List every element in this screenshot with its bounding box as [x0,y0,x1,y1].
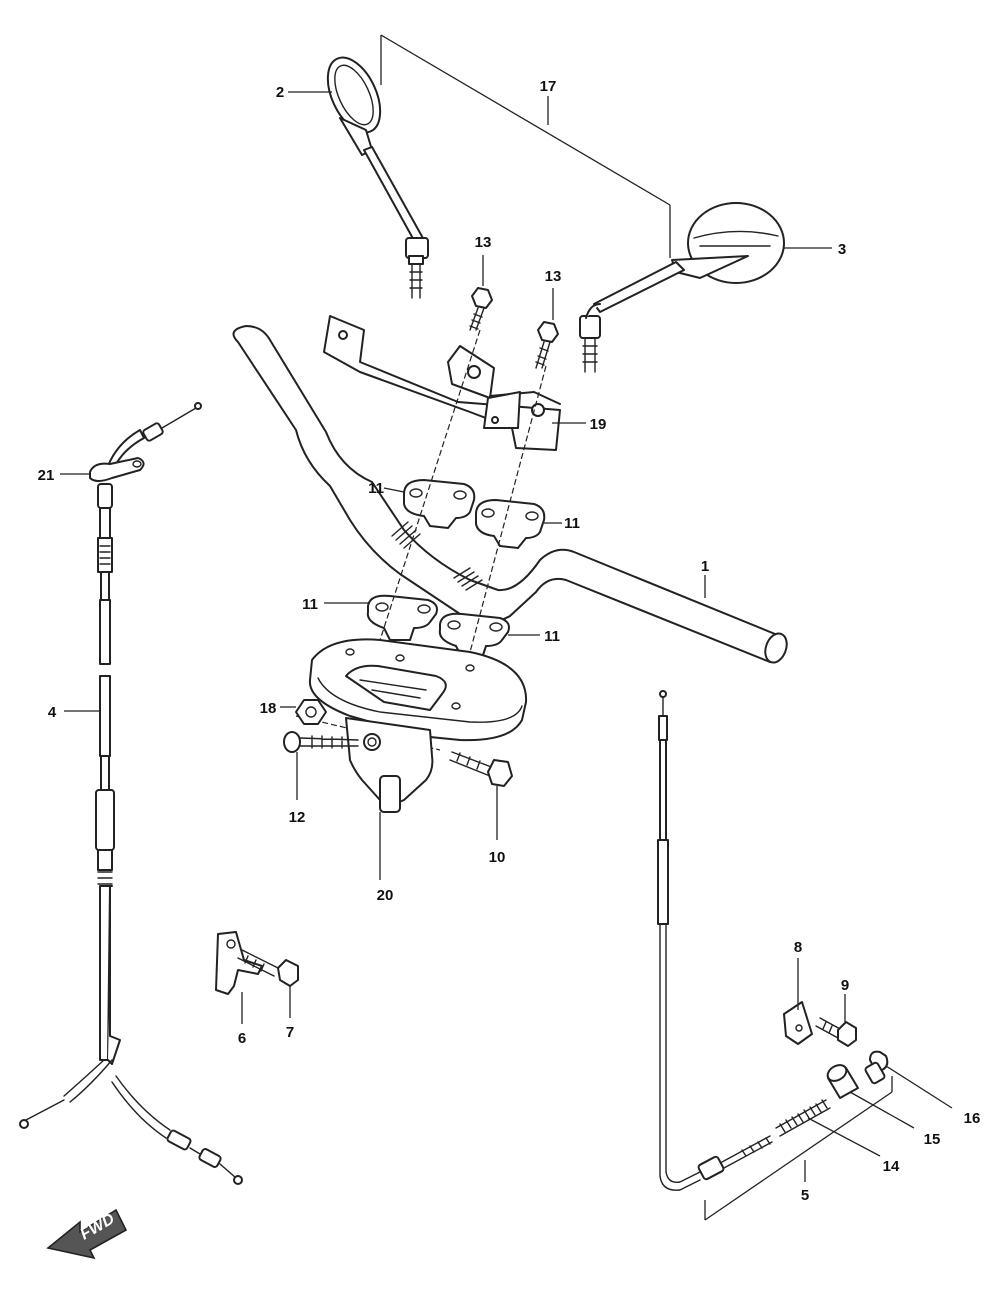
callout-16: 16 [964,1110,981,1127]
callout-15: 15 [924,1131,941,1148]
callout-20: 20 [377,887,394,904]
callout-17: 17 [540,78,557,95]
left-mirror [326,56,429,299]
callout-8: 8 [794,939,802,956]
callout-2: 2 [276,84,284,101]
spring-14 [775,1099,831,1137]
handlebar-holder-bracket [323,315,561,451]
callout-21: 21 [38,467,55,484]
upper-holder-left [403,479,476,529]
upper-holder-right [475,499,546,549]
cable-clamp [215,931,263,995]
callout-9: 9 [841,977,849,994]
callout-11-upper-left: 11 [368,480,384,497]
plate-8 [783,1001,813,1045]
callout-19: 19 [590,416,607,433]
bolt-10 [449,751,513,787]
callout-7: 7 [286,1024,294,1041]
callout-13-right: 13 [545,268,562,285]
mirror-set-bracket [380,34,671,258]
callout-18: 18 [260,700,277,717]
callout-5: 5 [801,1187,809,1204]
callout-11-lower-left: 11 [302,596,318,613]
callout-14: 14 [883,1158,900,1175]
callout-1: 1 [701,558,709,575]
pin-16 [864,1050,889,1085]
forward-direction-arrow: FWD [46,1208,128,1260]
screw-7 [237,949,299,987]
callout-6: 6 [238,1030,246,1047]
bolt-12 [283,731,359,753]
callout-10: 10 [489,849,506,866]
callout-labels: 1 2 3 4 5 6 7 8 9 10 11 11 11 11 12 13 1… [38,78,981,1204]
lower-holder-left [366,594,438,641]
bolt-13-left [469,287,493,331]
collar-15 [826,1064,859,1099]
callout-13-left: 13 [475,234,492,251]
callout-11-upper-right: 11 [564,515,580,532]
bolt-13-right [535,321,559,369]
throttle-cable [19,402,243,1185]
callout-12: 12 [289,809,306,826]
callout-4: 4 [48,704,57,721]
right-mirror [579,202,785,373]
handlebar [232,325,788,664]
nut-18 [295,699,327,725]
brake-cable [657,690,773,1191]
handlebar-base-plate [308,638,528,813]
callout-11-lower-right: 11 [544,628,560,645]
bolt-9 [815,1017,857,1047]
callout-3: 3 [838,241,846,258]
